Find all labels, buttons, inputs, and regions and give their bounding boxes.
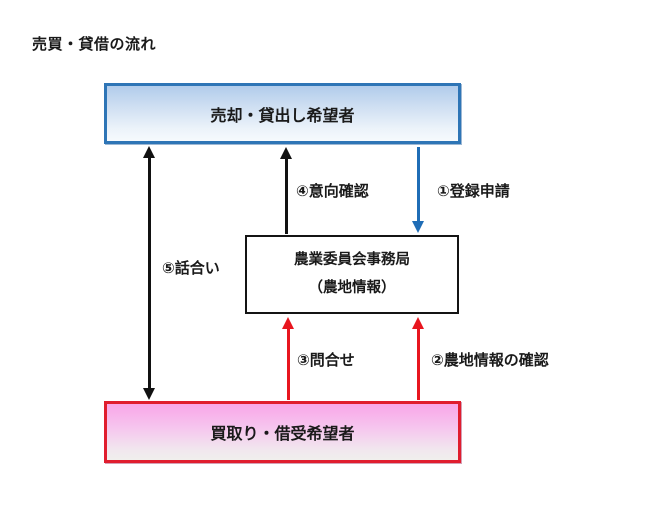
node-office-label-line1: 農業委員会事務局 [294,251,410,268]
edge-label-discussion: ⑤話合い [162,260,220,277]
edge-label-registration: ①登録申請 [437,183,510,200]
arrow-registration-shaft [417,147,420,221]
edge-label-info-check: ②農地情報の確認 [431,352,549,369]
node-office-label-line2: （農地情報） [308,279,396,296]
arrow-inquiry-head-icon [282,317,294,329]
edge-label-intent-confirmation: ④意向確認 [296,183,369,200]
node-seller-label: 売却・貸出し希望者 [210,107,355,125]
arrow-intent-confirmation-head-icon [280,147,292,159]
arrow-inquiry-shaft [287,327,290,400]
node-buyer: 買取り・借受希望者 [104,401,461,463]
arrow-info-check-shaft [417,327,420,400]
arrow-info-check-head-icon [412,317,424,329]
arrow-discussion-head-up-icon [143,146,155,158]
node-office: 農業委員会事務局 （農地情報） [245,235,459,314]
page-title: 売買・貸借の流れ [32,36,157,53]
edge-label-inquiry: ③問合せ [297,352,355,369]
arrow-intent-confirmation-shaft [285,157,288,234]
arrow-discussion-shaft [148,156,151,390]
arrow-registration-head-icon [412,221,424,233]
node-buyer-label: 買取り・借受希望者 [210,426,355,443]
arrow-discussion-head-down-icon [143,388,155,400]
node-seller: 売却・貸出し希望者 [104,83,461,144]
